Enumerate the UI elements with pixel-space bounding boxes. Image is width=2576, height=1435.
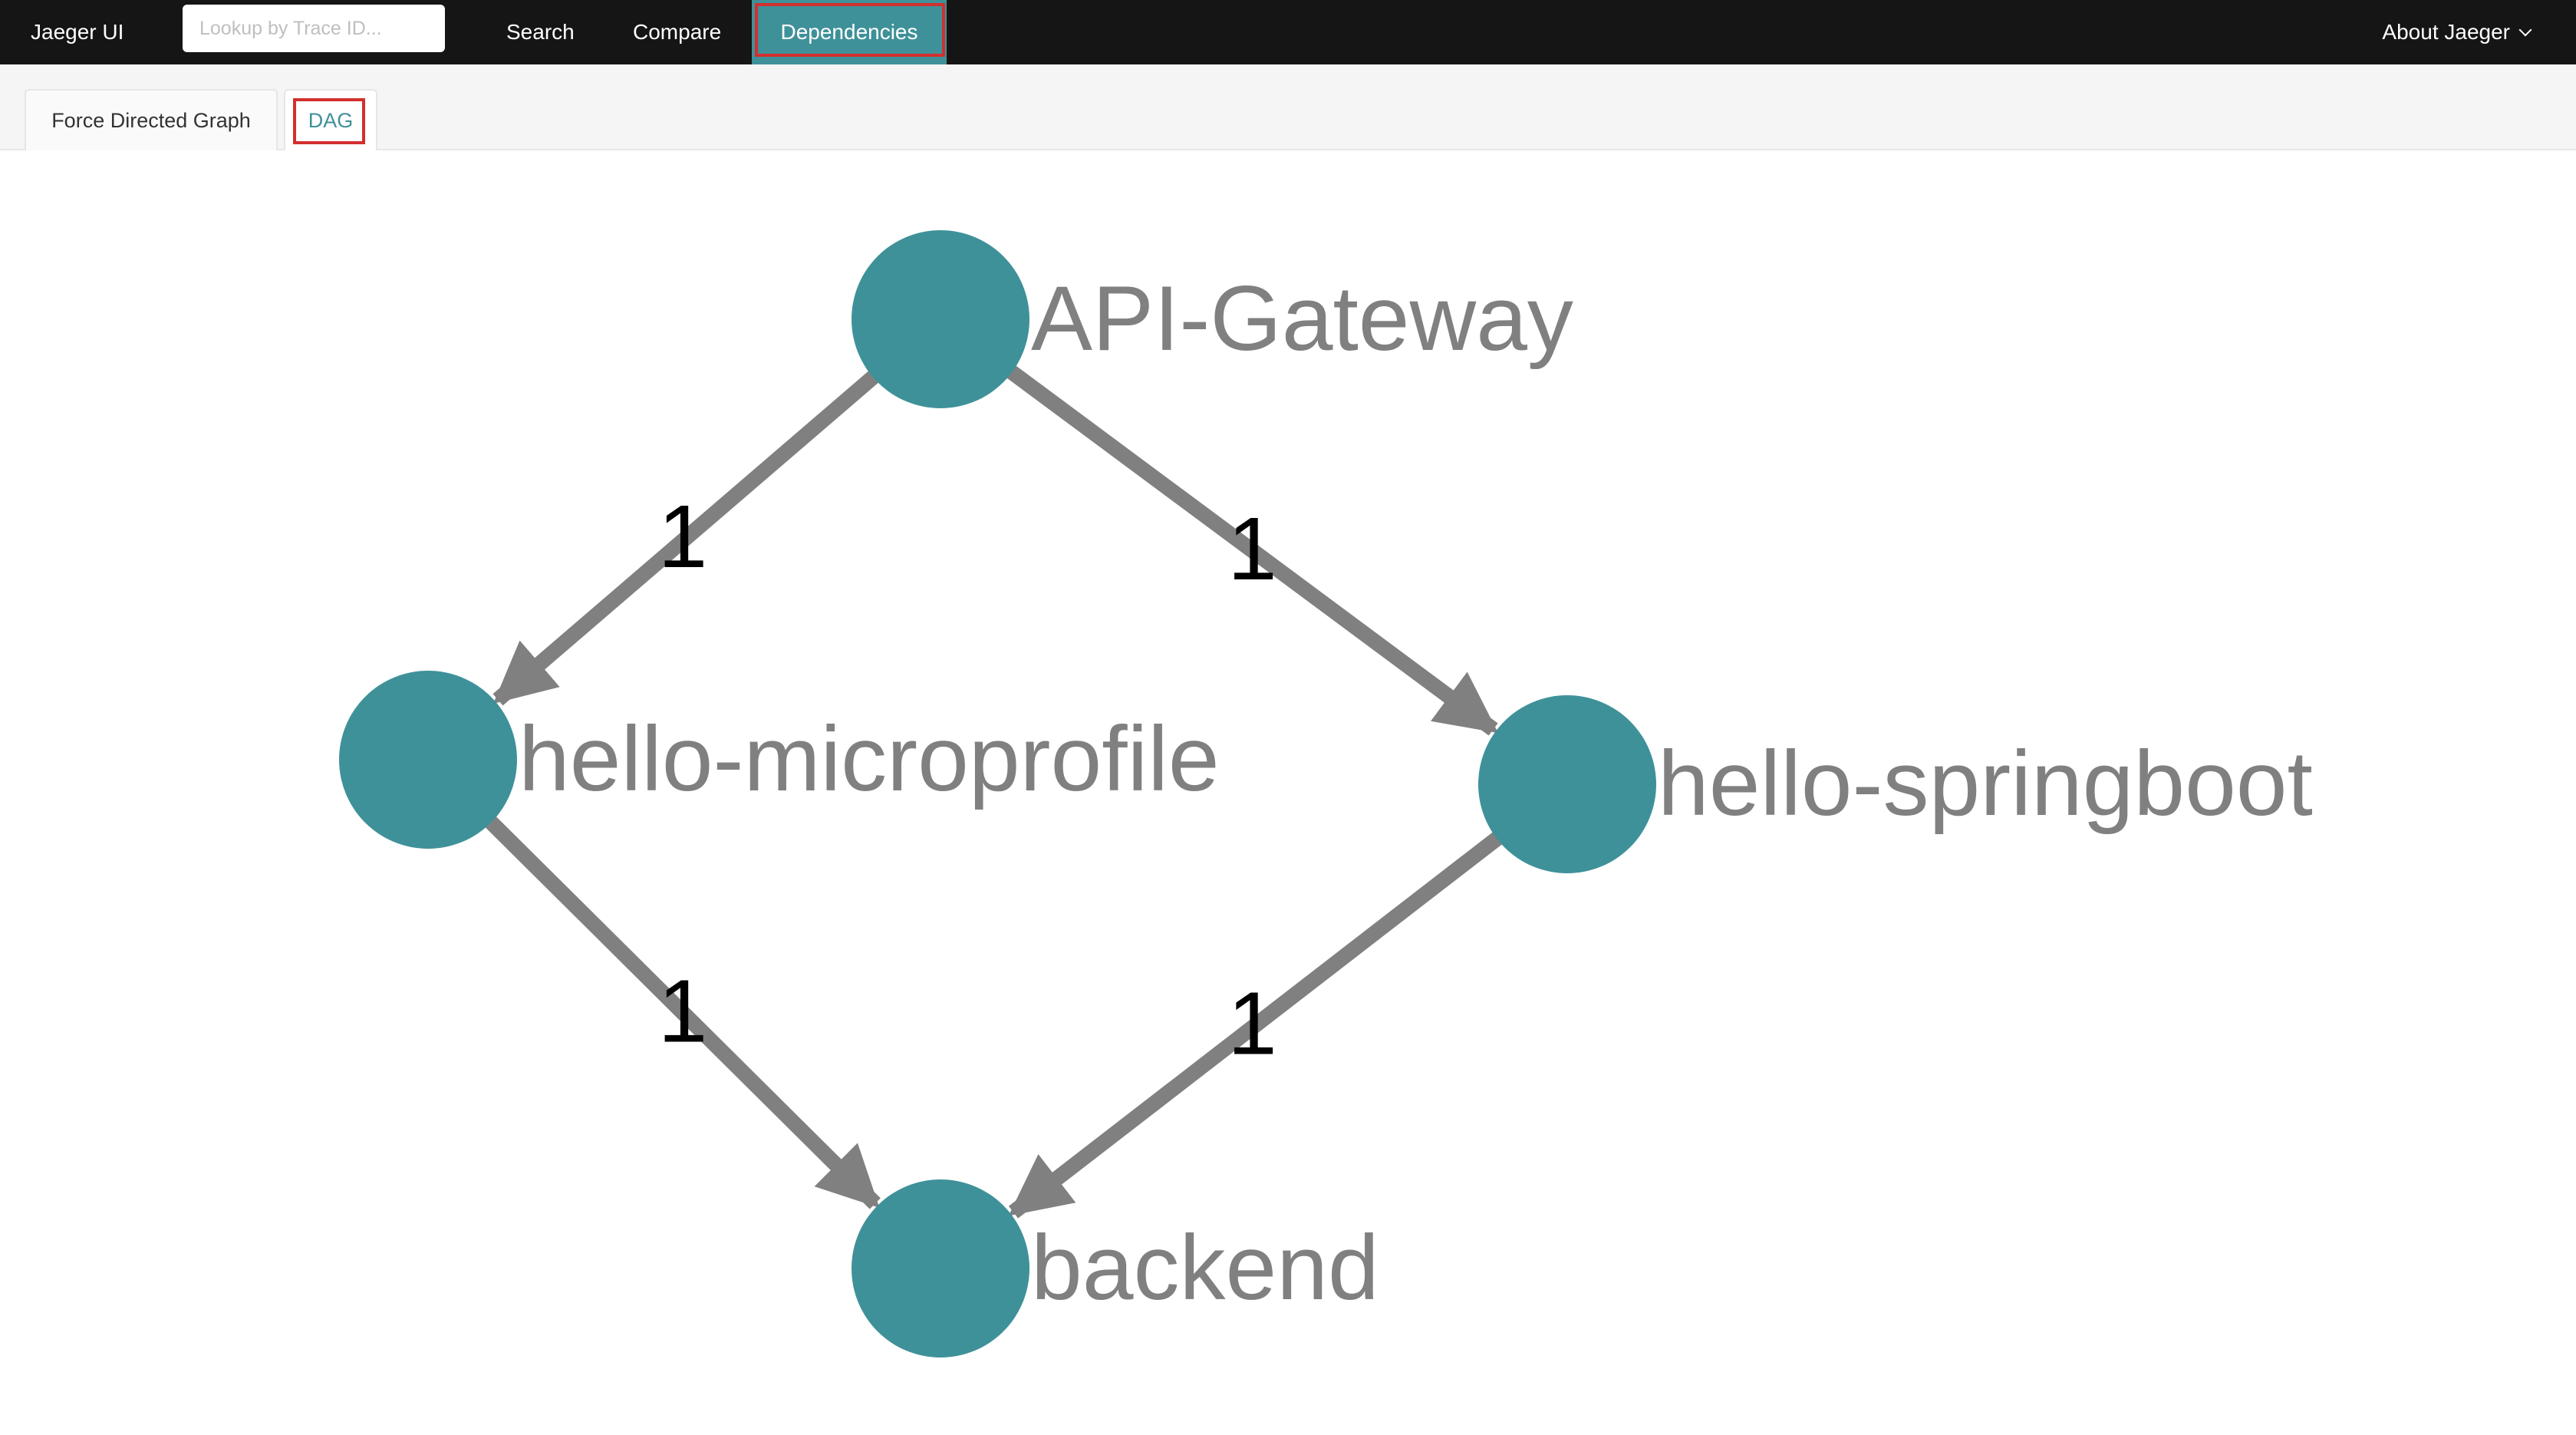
node-backend[interactable] — [852, 1179, 1029, 1357]
trace-id-search-input[interactable] — [183, 5, 445, 52]
about-jaeger-menu[interactable]: About Jaeger — [2382, 0, 2532, 64]
nav-search[interactable]: Search — [506, 20, 575, 44]
top-navigation-bar: Jaeger UI Search Compare Dependencies Ab… — [0, 0, 2576, 64]
node-api[interactable] — [852, 230, 1029, 408]
edge-label-api-spring: 1 — [1227, 499, 1277, 599]
highlight-box — [755, 3, 945, 57]
edge-spring-backend — [1008, 827, 1508, 1219]
node-label-api: API-Gateway — [1031, 267, 1573, 370]
brand-logo[interactable]: Jaeger UI — [31, 20, 124, 44]
node-label-micro: hello-microprofile — [519, 708, 1220, 810]
nav-compare[interactable]: Compare — [633, 20, 722, 44]
tab-dag[interactable]: DAG — [284, 89, 377, 150]
dependency-dag: 1 1 1 1 API-Gateway hello-microprofile hello-… — [339, 230, 2313, 1357]
nav-dependencies-label: Dependencies — [780, 20, 918, 44]
highlight-box — [293, 98, 365, 144]
nav-dependencies[interactable]: Dependencies — [752, 0, 947, 64]
about-jaeger-label: About Jaeger — [2382, 20, 2510, 44]
edge-label-api-micro: 1 — [658, 487, 708, 586]
edge-api-spring — [1001, 361, 1499, 736]
node-spring[interactable] — [1478, 695, 1656, 873]
edge-label-spring-backend: 1 — [1227, 974, 1277, 1074]
node-micro[interactable] — [339, 671, 517, 849]
graph-view-tabs: Force Directed Graph DAG — [0, 64, 2576, 150]
node-label-spring: hello-springboot — [1658, 732, 2313, 835]
node-label-backend: backend — [1031, 1216, 1379, 1319]
tab-force-directed-graph[interactable]: Force Directed Graph — [25, 89, 278, 150]
edge-micro-backend — [480, 811, 881, 1209]
edge-label-micro-backend: 1 — [658, 962, 708, 1061]
tab-dag-label: DAG — [308, 109, 354, 132]
chevron-down-icon — [2518, 23, 2532, 37]
edge-api-micro — [492, 366, 884, 706]
